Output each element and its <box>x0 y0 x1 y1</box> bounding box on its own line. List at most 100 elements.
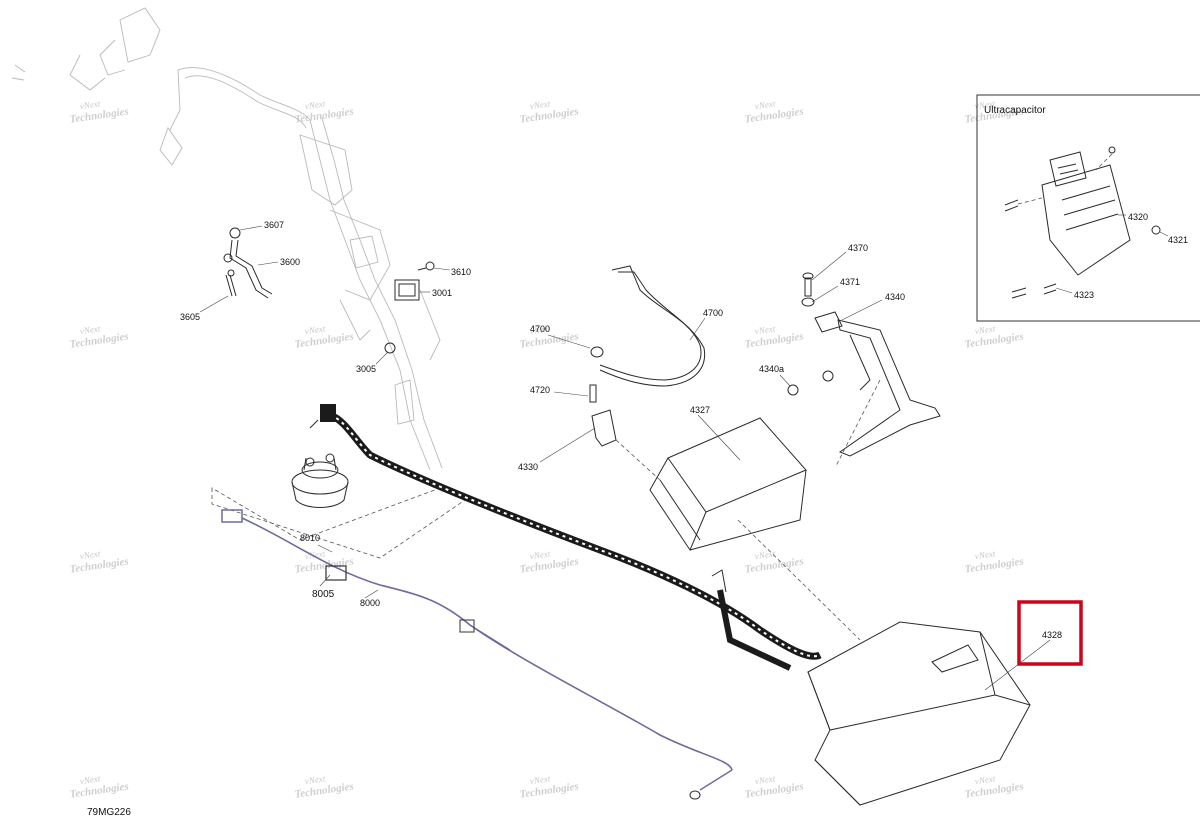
watermark-line1: vNext <box>304 323 326 336</box>
watermark-line1: vNext <box>304 548 326 561</box>
watermark-line2: Technologies <box>519 106 580 126</box>
inset-title: Ultracapacitor <box>984 105 1046 116</box>
ultracapacitor-housing-4328[interactable] <box>807 621 1031 806</box>
watermark-line1: vNext <box>304 773 326 786</box>
watermark-line1: vNext <box>79 323 101 336</box>
label-3600[interactable]: 3600 <box>280 257 300 267</box>
label-4330[interactable]: 4330 <box>518 462 538 472</box>
watermark-line2: Technologies <box>294 331 355 351</box>
connector-3001[interactable] <box>394 279 420 301</box>
watermark-line2: Technologies <box>744 331 805 351</box>
watermark-line1: vNext <box>79 98 101 111</box>
label-4328[interactable]: 4328 <box>1042 630 1062 640</box>
label-4720[interactable]: 4720 <box>530 385 550 395</box>
watermark-line1: vNext <box>529 773 551 786</box>
label-4327[interactable]: 4327 <box>690 405 710 415</box>
ultracapacitor-inset: Ultracapacitor <box>976 94 1200 322</box>
dashed-zone-8010 <box>211 487 466 559</box>
bolt-4720[interactable] <box>589 384 597 403</box>
watermark-line2: Technologies <box>69 781 130 801</box>
label-3605[interactable]: 3605 <box>180 312 200 322</box>
label-4340[interactable]: 4340 <box>885 292 905 302</box>
bolt-4370[interactable] <box>802 272 814 297</box>
nut-4340a[interactable] <box>787 370 834 396</box>
relay-solenoid[interactable] <box>291 453 349 508</box>
watermark-line1: vNext <box>754 548 776 561</box>
watermark-line1: vNext <box>529 98 551 111</box>
watermark-layer: vNextTechnologiesvNextTechnologiesvNextT… <box>69 98 1025 801</box>
label-8010[interactable]: 8010 <box>300 533 320 543</box>
watermark-line1: vNext <box>754 773 776 786</box>
battery-cable[interactable] <box>309 404 822 671</box>
label-4370[interactable]: 4370 <box>848 243 868 253</box>
bracket-4340[interactable] <box>814 311 941 457</box>
watermark-line1: vNext <box>754 323 776 336</box>
alignment-guide <box>835 379 881 467</box>
label-8005[interactable]: 8005 <box>312 589 335 600</box>
label-3610[interactable]: 3610 <box>451 267 471 277</box>
nut-4321[interactable] <box>1108 146 1161 235</box>
label-8000[interactable]: 8000 <box>360 598 380 608</box>
watermark-line2: Technologies <box>964 781 1025 801</box>
watermark-line2: Technologies <box>744 106 805 126</box>
ultracapacitor-4320[interactable] <box>1041 151 1131 276</box>
label-4321[interactable]: 4321 <box>1168 235 1188 245</box>
watermark-line1: vNext <box>529 548 551 561</box>
watermark-line1: vNext <box>974 98 996 111</box>
watermark-line2: Technologies <box>294 781 355 801</box>
screw-4323[interactable] <box>1004 199 1057 299</box>
watermark-line2: Technologies <box>294 106 355 126</box>
watermark-line2: Technologies <box>519 781 580 801</box>
washer-4371[interactable] <box>801 297 815 307</box>
main-wiring-harness <box>11 7 443 471</box>
label-4320[interactable]: 4320 <box>1128 212 1148 222</box>
watermark-line2: Technologies <box>69 106 130 126</box>
cable-4700[interactable] <box>590 265 706 387</box>
label-3005[interactable]: 3005 <box>356 364 376 374</box>
terminal-cover-4330[interactable] <box>591 409 661 481</box>
label-3001[interactable]: 3001 <box>432 288 452 298</box>
watermark-line1: vNext <box>974 548 996 561</box>
watermark-line2: Technologies <box>519 556 580 576</box>
label-4371[interactable]: 4371 <box>840 277 860 287</box>
alignment-guide <box>737 519 861 641</box>
harness-8000[interactable] <box>221 509 733 800</box>
ground-cable-3600[interactable] <box>223 227 273 299</box>
label-4323[interactable]: 4323 <box>1074 290 1094 300</box>
label-4700[interactable]: 4700 <box>703 308 723 318</box>
nut-3005[interactable] <box>384 342 396 354</box>
leader-lines <box>199 214 1169 691</box>
watermark-line1: vNext <box>79 548 101 561</box>
label-3607[interactable]: 3607 <box>264 220 284 230</box>
nut-3610[interactable] <box>417 261 435 271</box>
watermark-line2: Technologies <box>964 556 1025 576</box>
highlight-box <box>1017 600 1083 666</box>
part-labels: 3607 3600 3605 3610 3001 3005 4370 4371 … <box>180 212 1188 640</box>
watermark-line2: Technologies <box>69 331 130 351</box>
label-4340a[interactable]: 4340a <box>759 364 784 374</box>
battery-4327[interactable] <box>649 417 807 552</box>
watermark-line1: vNext <box>754 98 776 111</box>
watermark-line1: vNext <box>79 773 101 786</box>
watermark-line1: vNext <box>529 323 551 336</box>
label-4700-b[interactable]: 4700 <box>530 324 550 334</box>
watermark-line1: vNext <box>974 773 996 786</box>
